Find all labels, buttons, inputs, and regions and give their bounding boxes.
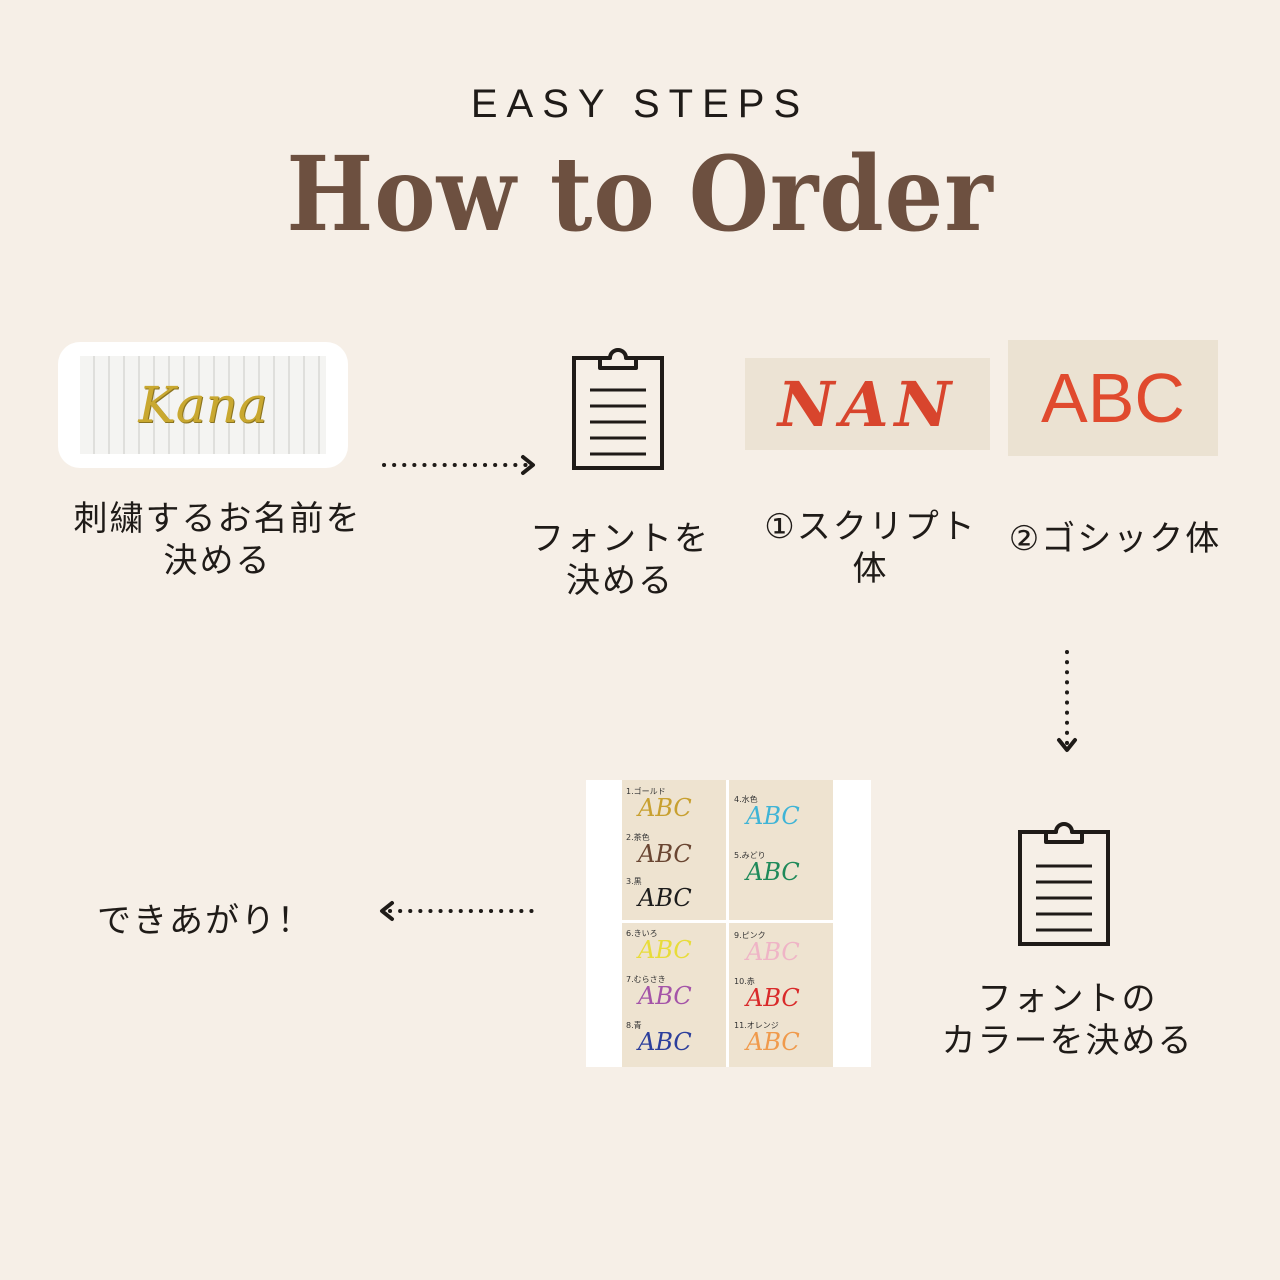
dotted-arrow-left-icon [378,898,538,924]
name-sample-text: Kana [138,376,268,434]
page-title: How to Order [286,133,994,255]
color-swatch-sample: ABC [746,984,800,1012]
step-name-label: 刺繍するお名前を 決める [73,499,362,581]
section-subtitle: EASY STEPS [470,82,810,126]
step-done-label: できあがり！ [97,901,313,941]
color-swatch-label: 10.赤 [734,977,755,986]
color-swatch-label: 2.茶色 [626,833,650,842]
color-swatch-sample: ABC [746,1028,800,1056]
color-chart-panel [622,923,726,1067]
font-option-gothic-label: ②ゴシック体 [1008,519,1222,559]
color-swatch-label: 6.きいろ [626,929,658,938]
color-chart-panel [622,780,726,920]
color-swatch-sample: ABC [746,938,800,966]
color-swatch-label: 9.ピンク [734,931,766,940]
script-sample-text: NAN [777,367,958,441]
color-swatch-label: 4.水色 [734,795,758,804]
color-swatch-sample: ABC [638,884,692,912]
color-chart-panel [729,780,833,920]
color-swatch-sample: ABC [638,936,692,964]
dotted-arrow-right-icon [380,452,545,478]
color-swatch-label: 1.ゴールド [626,787,666,796]
color-swatch-label: 8.青 [626,1021,642,1030]
color-swatch-sample: ABC [746,802,800,830]
gothic-sample-text: ABC [1041,359,1185,437]
name-tape: Kana [80,356,326,454]
color-swatch-label: 5.みどり [734,851,766,860]
step-font-label: フォントを 決める [530,519,710,601]
color-swatch-label: 7.むらさき [626,975,666,984]
color-swatch-sample: ABC [638,982,692,1010]
font-option-script-label: ①スクリプト 体 [764,507,977,589]
color-swatch-label: 3.黒 [626,877,642,886]
dotted-arrow-down-icon [1053,648,1081,760]
color-chart-panel [729,923,833,1067]
name-embroidery-photo: Kana [58,342,348,468]
step-color-label: フォントの カラーを決める [941,979,1194,1061]
color-swatch-label: 11.オレンジ [734,1021,779,1030]
color-swatch-sample: ABC [638,840,692,868]
color-swatch-sample: ABC [638,1028,692,1056]
script-font-sample-photo: NAN [745,358,990,450]
gothic-font-sample-photo: ABC [1008,340,1218,456]
clipboard-icon [570,344,666,472]
clipboard-icon [1016,818,1112,948]
color-swatch-sample: ABC [746,858,800,886]
color-swatch-sample: ABC [638,794,692,822]
